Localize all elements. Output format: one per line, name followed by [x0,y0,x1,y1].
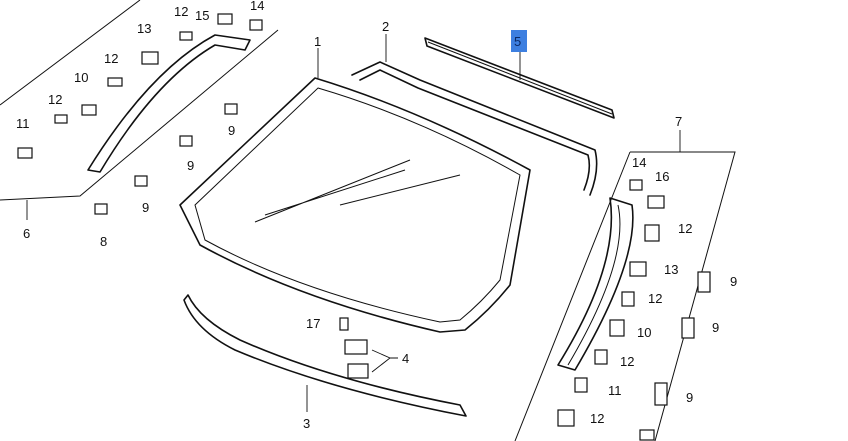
callout-2: 2 [382,19,389,34]
callout-4: 4 [402,351,409,366]
left-side-moulding [87,34,251,173]
callout-right-14: 14 [632,155,646,170]
callout-left-15: 15 [195,8,209,23]
windshield-glass [179,77,531,333]
callout-6: 6 [23,226,30,241]
callout-left-13: 13 [137,21,151,36]
callout-right-11: 11 [608,383,622,398]
callout-left-8: 8 [100,234,107,249]
callout-17: 17 [306,316,320,331]
callout-5-highlight [511,30,527,52]
callout-right-12b: 12 [648,291,662,306]
callout-right-12d: 12 [590,411,604,426]
callout-7: 7 [675,114,682,129]
upper-moulding [351,61,598,196]
leader-4 [371,349,398,373]
callout-left-11: 11 [16,116,30,131]
callout-left-12b: 12 [104,51,118,66]
right-side-moulding [557,197,634,371]
left-group-panel [0,0,279,201]
callout-left-9b: 9 [187,158,194,173]
clip-cluster-center [339,317,369,379]
callout-right-13: 13 [664,262,678,277]
callout-5: 5 [514,34,521,49]
callout-left-9c: 9 [228,123,235,138]
callout-3: 3 [303,416,310,431]
callout-right-9a: 9 [730,274,737,289]
clip-cluster-right [557,179,711,441]
callout-right-9c: 9 [686,390,693,405]
callout-1: 1 [314,34,321,49]
callout-left-9a: 9 [142,200,149,215]
callout-right-16: 16 [655,169,669,184]
callout-right-9b: 9 [712,320,719,335]
callout-left-12c: 12 [174,4,188,19]
callout-left-12a: 12 [48,92,62,107]
callout-left-14: 14 [250,0,264,13]
callout-right-10: 10 [637,325,651,340]
callout-right-12a: 12 [678,221,692,236]
clip-cluster-left [17,13,263,215]
lower-moulding [183,294,467,417]
callout-left-10: 10 [74,70,88,85]
callout-right-12c: 12 [620,354,634,369]
